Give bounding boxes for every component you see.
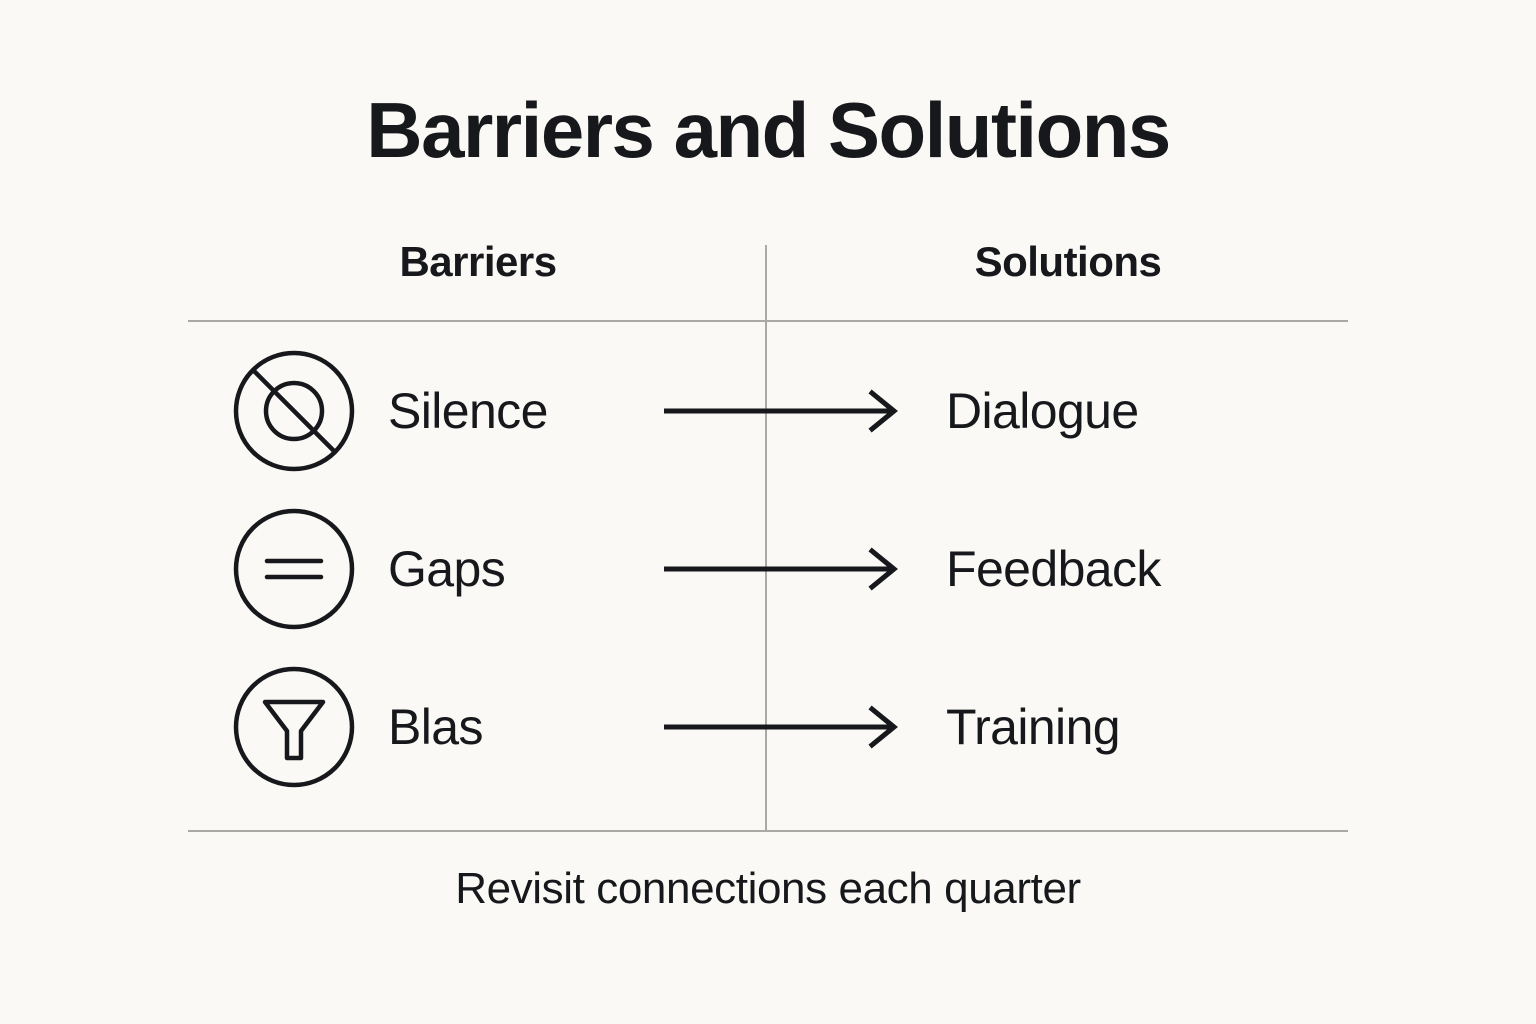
- arrow-right-icon: [664, 546, 904, 592]
- solution-label: Feedback: [946, 541, 1161, 597]
- solution-label: Training: [946, 699, 1121, 755]
- arrow-right-icon: [664, 388, 904, 434]
- arrow-right-icon: [664, 704, 904, 750]
- table-row: Gaps Feedback: [188, 490, 1348, 648]
- footer-divider-line: [188, 830, 1348, 832]
- header-divider-line: [188, 320, 1348, 322]
- footer-note: Revisit connections each quarter: [455, 864, 1081, 913]
- solution-label: Dialogue: [946, 383, 1139, 439]
- equals-circle-icon: [232, 507, 356, 631]
- table-row: Silence Dialogue: [188, 332, 1348, 490]
- barriers-solutions-table: Barriers Solutions Silence: [188, 230, 1348, 832]
- funnel-circle-icon: [232, 665, 356, 789]
- page-title: Barriers and Solutions: [366, 86, 1171, 174]
- column-header-barriers: Barriers: [399, 238, 557, 285]
- column-header-solutions: Solutions: [974, 238, 1162, 285]
- barrier-label: Blas: [388, 699, 483, 755]
- column-divider-line: [765, 245, 767, 831]
- table-body: Silence Dialogue: [188, 322, 1348, 830]
- barrier-label: Gaps: [388, 541, 506, 597]
- no-speech-slashed-circle-icon: [232, 349, 356, 473]
- barrier-label: Silence: [388, 383, 548, 439]
- table-row: Blas Training: [188, 648, 1348, 806]
